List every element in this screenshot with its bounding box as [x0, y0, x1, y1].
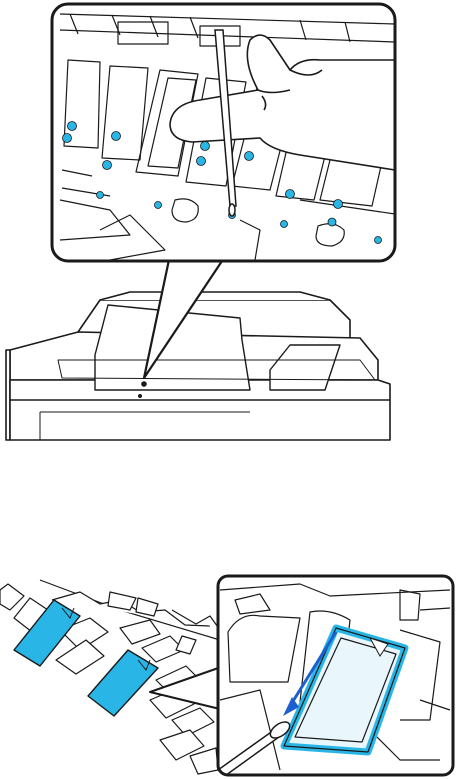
platen-cleaning-illustration [0, 570, 457, 779]
location-dot [138, 394, 142, 398]
figure-printer-overview [0, 0, 457, 445]
figure-platen-cleaning [0, 570, 457, 779]
printer-overview-illustration [0, 0, 457, 445]
location-dot [141, 381, 147, 387]
